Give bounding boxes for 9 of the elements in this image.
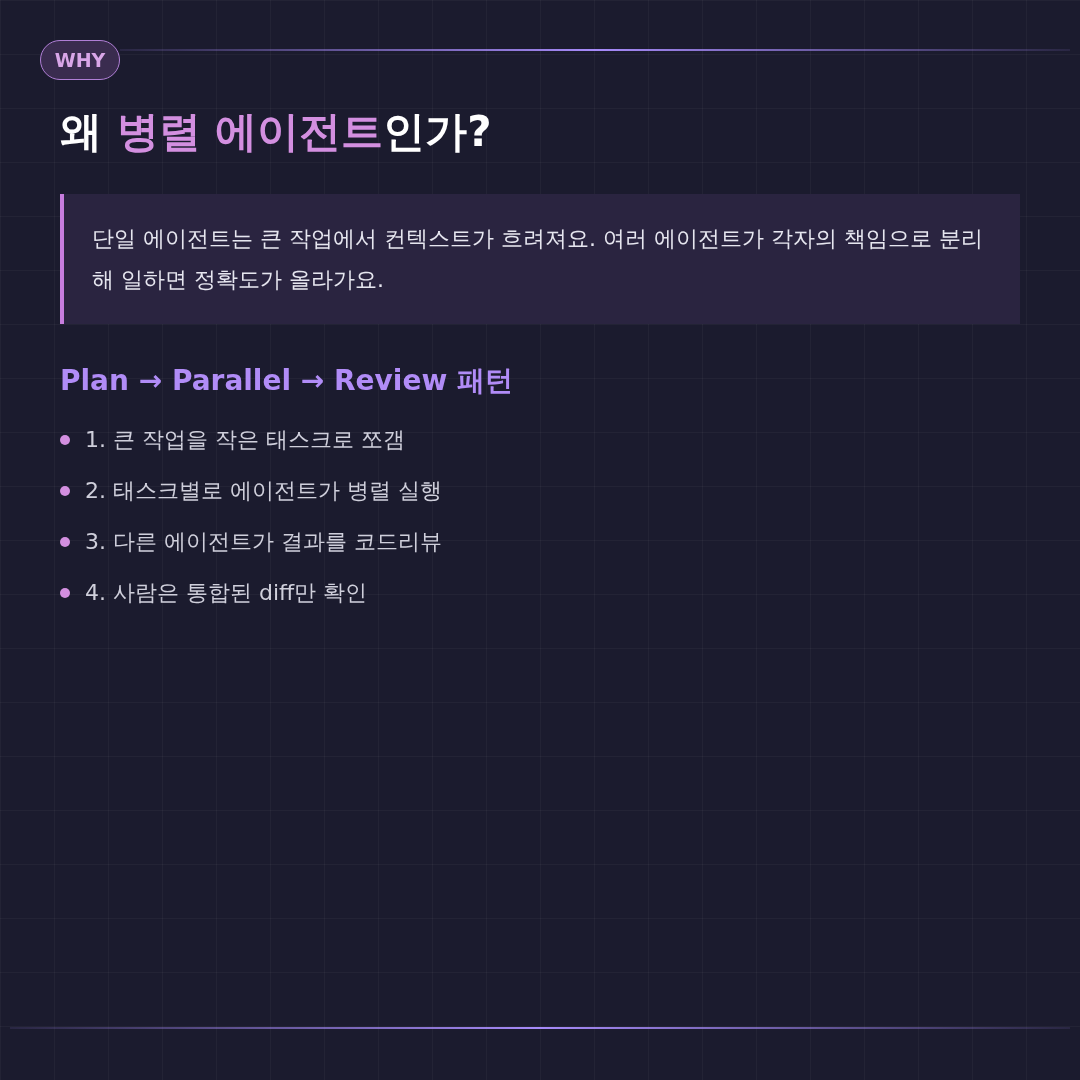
quote-text: 단일 에이전트는 큰 작업에서 컨텍스트가 흐려져요. 여러 에이전트가 각자의 책임으로 분리해 일하면 정확도가 올라가요.: [92, 225, 984, 294]
title: 왜 병렬 에이전트인가?: [60, 106, 492, 158]
list-item-text: 4. 사람은 통합된 diff만 확인: [85, 578, 368, 607]
quote-box: [60, 194, 1020, 324]
list-item-text: 3. 다른 에이전트가 결과를 코드리뷰: [85, 527, 442, 556]
section-heading: Plan → Parallel → Review 패턴: [60, 363, 514, 399]
list-item-text: 1. 큰 작업을 작은 태스크로 쪼갬: [85, 425, 405, 454]
list-item-text: 2. 태스크별로 에이전트가 병렬 실행: [85, 476, 442, 505]
section-badge: WHY: [40, 40, 120, 80]
